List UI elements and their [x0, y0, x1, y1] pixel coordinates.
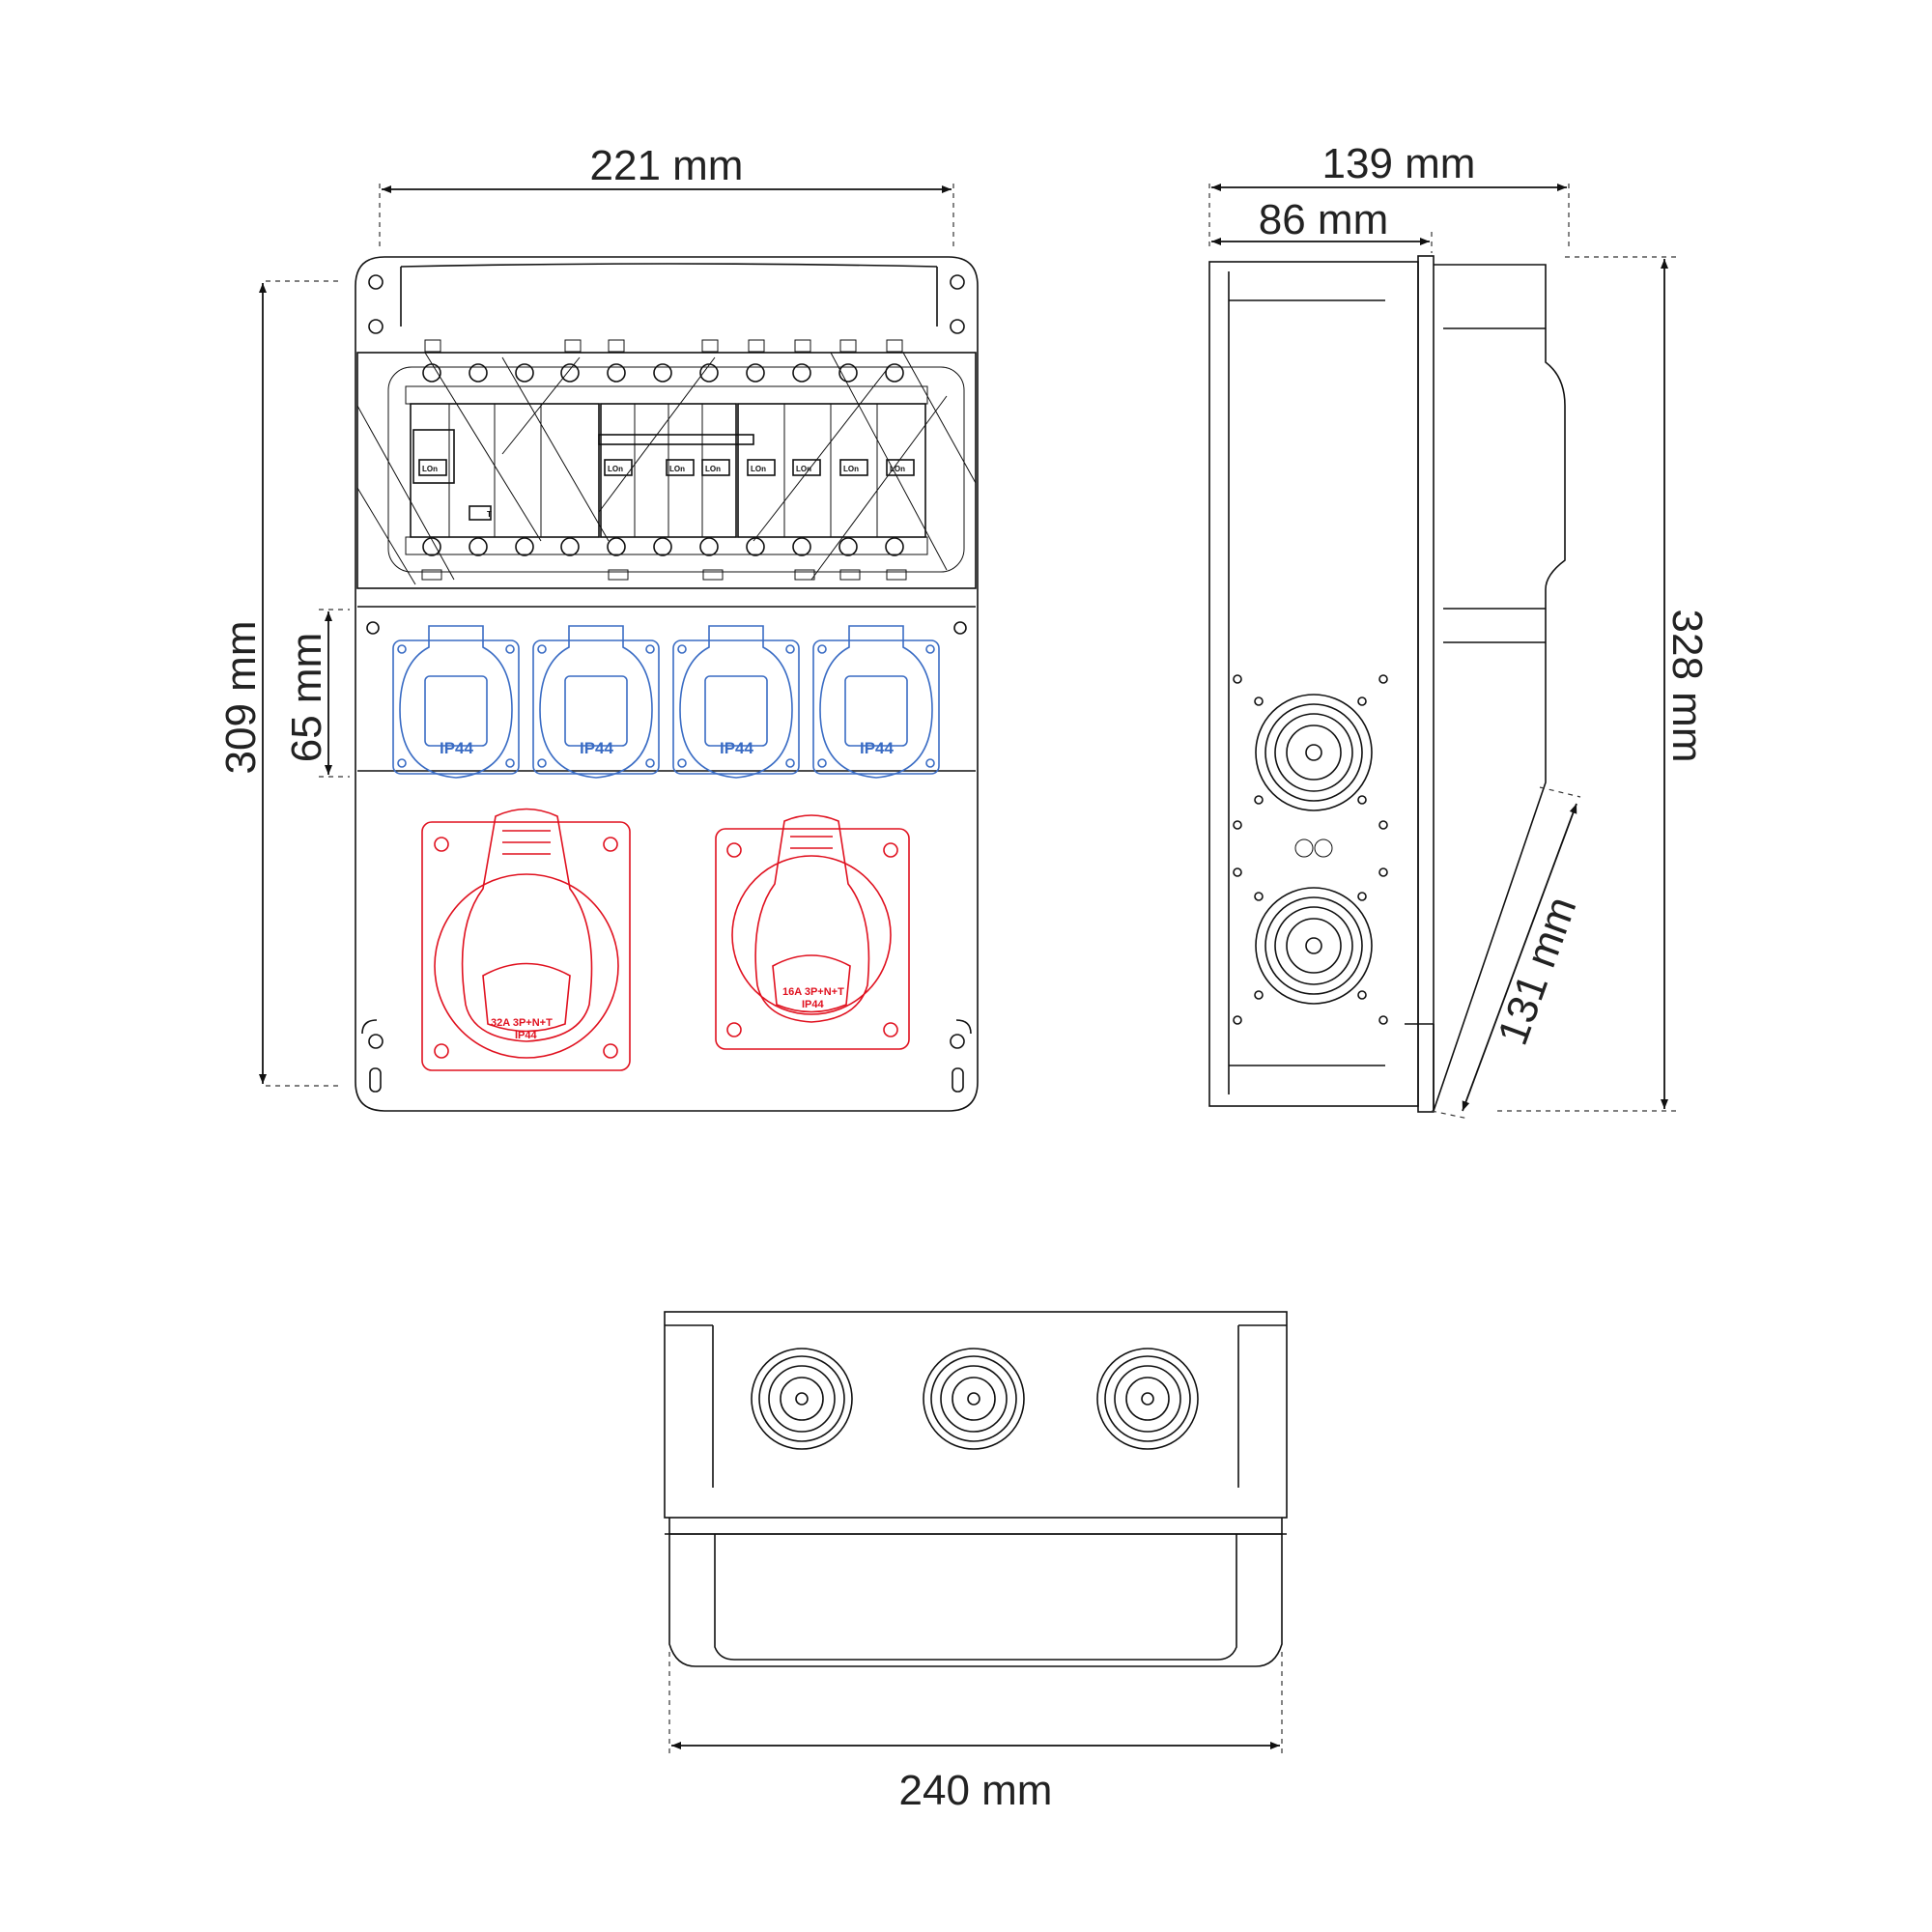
breaker-label: LOn: [751, 465, 766, 473]
breaker-window: T LOn LOn LOn LOn LOn LOn LOn LOn: [356, 339, 977, 589]
socket-height-dimension: 65 mm: [283, 609, 350, 778]
breaker-label: LOn: [422, 465, 438, 473]
breaker-label: LOn: [705, 465, 721, 473]
side-cable-gland-top: [1233, 674, 1388, 830]
socket-ip-label: IP44: [580, 739, 614, 757]
breaker-labels: LOn LOn LOn LOn LOn LOn LOn LOn: [418, 459, 915, 476]
socket-ip-label: IP44: [515, 1030, 538, 1041]
breaker-label: LOn: [796, 465, 811, 473]
socket-ip-label: IP44: [440, 739, 474, 757]
recycle-mark-icon: [1294, 838, 1333, 858]
red-socket-16a: 16A 3P+N+T IP44: [715, 814, 910, 1050]
red-socket-32a: 32A 3P+N+T IP44: [421, 808, 631, 1071]
side-base-dimension: 86 mm: [1211, 196, 1433, 253]
socket-ip-label: IP44: [802, 999, 825, 1010]
socket-height-label: 65 mm: [283, 633, 330, 762]
side-height-dimension: 328 mm: [1497, 256, 1711, 1112]
breaker-label: LOn: [843, 465, 859, 473]
side-view: 139 mm 86 mm 328 mm 131 mm: [1208, 140, 1711, 1120]
socket-ip-label: IP44: [860, 739, 895, 757]
lid-slope-label: 131 mm: [1489, 891, 1585, 1051]
blue-socket-4: IP44: [812, 625, 940, 779]
bottom-cable-gland-center: [923, 1348, 1025, 1450]
terminal-screws-bottom: [422, 537, 904, 556]
bottom-view: 240 mm: [664, 1311, 1288, 1814]
side-height-label: 328 mm: [1663, 610, 1711, 763]
front-height-dimension: 309 mm: [217, 280, 343, 1087]
bottom-width-dimension: 240 mm: [668, 1652, 1283, 1814]
front-width-dimension: 221 mm: [379, 142, 954, 246]
blue-socket-1: IP44: [392, 625, 520, 779]
blue-socket-2: IP44: [532, 625, 660, 779]
side-depth-dimension: 139 mm: [1208, 140, 1570, 251]
bottom-cable-gland-right: [1096, 1348, 1199, 1450]
side-base-label: 86 mm: [1259, 196, 1388, 243]
side-depth-label: 139 mm: [1322, 140, 1476, 187]
side-cable-gland-bottom: [1233, 867, 1388, 1025]
socket-rating-label: 16A 3P+N+T: [782, 986, 844, 998]
terminal-screws-top: [422, 363, 904, 383]
blue-socket-3: IP44: [672, 625, 800, 779]
bottom-cable-gland-left: [751, 1348, 853, 1450]
front-view: T LOn LOn LOn LOn LOn LOn LOn LOn: [217, 142, 979, 1112]
breaker-label: LOn: [608, 465, 623, 473]
breaker-label: LOn: [890, 465, 905, 473]
svg-text:T: T: [487, 510, 492, 519]
bottom-width-label: 240 mm: [899, 1767, 1053, 1814]
lid-slope-dimension: 131 mm: [1431, 786, 1586, 1120]
corner-screws: [361, 274, 972, 1093]
front-height-label: 309 mm: [217, 621, 265, 775]
socket-rating-label: 32A 3P+N+T: [491, 1017, 553, 1029]
front-width-label: 221 mm: [590, 142, 744, 189]
breaker-label: LOn: [669, 465, 685, 473]
socket-ip-label: IP44: [720, 739, 754, 757]
